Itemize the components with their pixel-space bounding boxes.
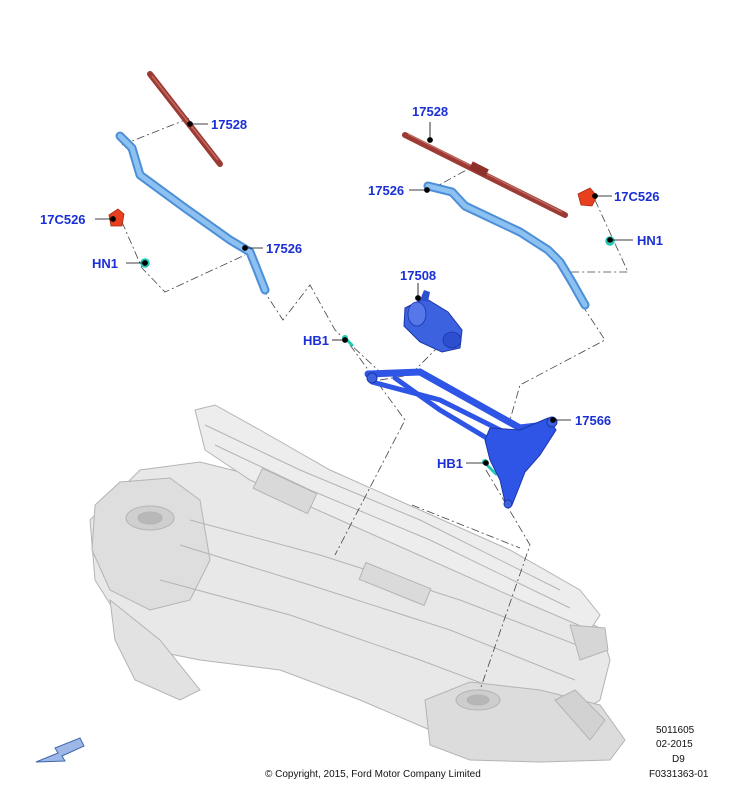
- wiper-blade-right: [402, 132, 568, 218]
- callout-hb1-upper: HB1: [303, 333, 330, 348]
- callout-17508: 17508: [400, 268, 437, 283]
- callout-17526-left: 17526: [266, 241, 303, 256]
- wiper-motor: [403, 290, 463, 353]
- wiper-arm-left: [115, 131, 270, 295]
- wiper-blade-left: [147, 71, 223, 167]
- callout-17c526-left: 17C526: [40, 212, 86, 227]
- copyright-notice: © Copyright, 2015, Ford Motor Company Li…: [265, 769, 481, 780]
- wiper-linkage-assembly: [364, 368, 558, 509]
- callout-hn1-right: HN1: [637, 233, 664, 248]
- doc-code-2: D9: [672, 754, 685, 765]
- callout-leaders: [95, 121, 633, 466]
- callout-hb1-lower: HB1: [437, 456, 464, 471]
- cowl-body-structure: [89, 404, 626, 763]
- doc-code-1: 5011605: [656, 725, 695, 736]
- figure-id: F0331363-01: [649, 769, 709, 780]
- callout-17528-left: 17528: [211, 117, 248, 132]
- callout-17566: 17566: [575, 413, 612, 428]
- callout-17528-right: 17528: [412, 104, 449, 119]
- doc-date: 02-2015: [656, 739, 693, 750]
- front-direction-arrow-icon: [35, 737, 85, 763]
- pivot-cap-right: [577, 187, 598, 207]
- callout-17c526-right: 17C526: [614, 189, 660, 204]
- callout-17526-right: 17526: [368, 183, 405, 198]
- callout-hn1-left: HN1: [92, 256, 119, 271]
- wiper-arm-right: [423, 181, 590, 310]
